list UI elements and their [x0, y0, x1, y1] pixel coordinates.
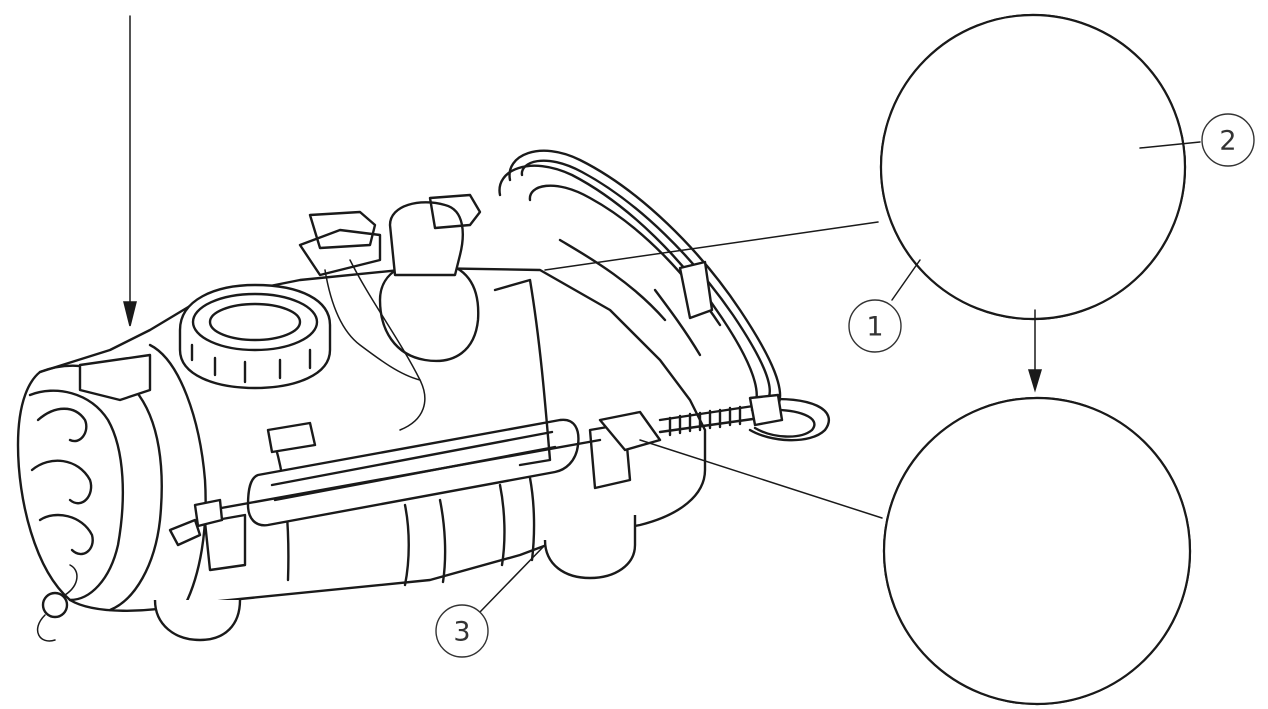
- sprayer-tank: [16, 149, 831, 642]
- callout-2-label: 2: [1219, 126, 1236, 157]
- insertion-arrow-down-icon: [123, 15, 137, 327]
- arrow-down-icon: [1027, 309, 1043, 393]
- callout-3: 3: [435, 544, 546, 658]
- zoom-detail-top: [879, 13, 1187, 321]
- callout-3-label: 3: [453, 617, 470, 648]
- leader-lines: [544, 221, 883, 519]
- callout-1: 1: [848, 259, 921, 353]
- callout-1-label: 1: [866, 312, 883, 343]
- callout-2: 2: [1139, 113, 1255, 167]
- zoom-detail-bottom: [882, 396, 1192, 706]
